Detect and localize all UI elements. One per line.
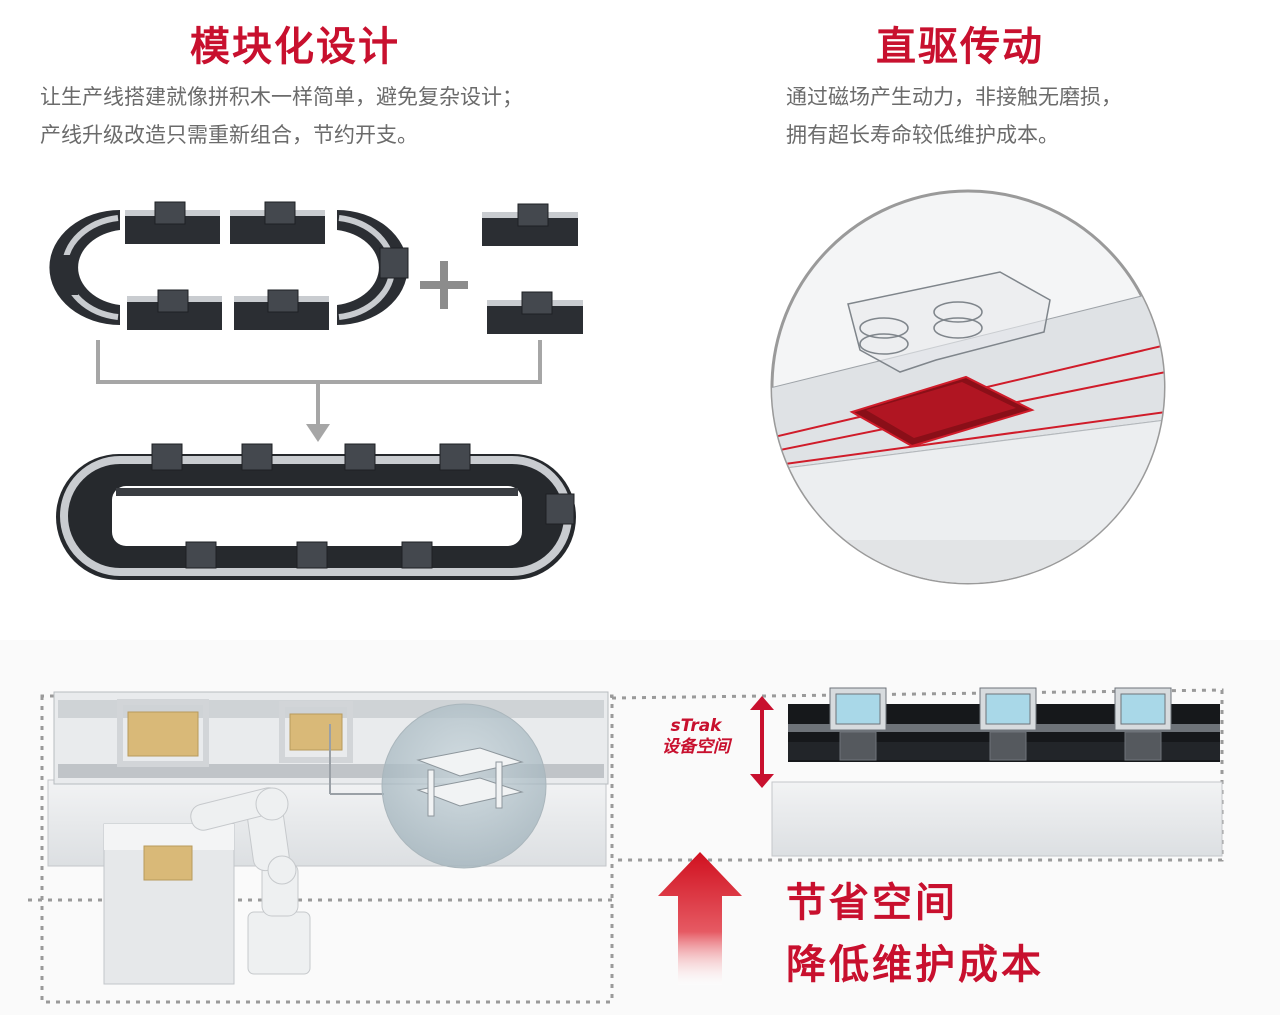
down-arrow-icon bbox=[306, 424, 330, 442]
modular-design-title: 模块化设计 bbox=[190, 24, 400, 70]
straight-module-1 bbox=[125, 201, 220, 244]
benefit-save-space: 节省空间 bbox=[786, 880, 958, 926]
extra-module-2 bbox=[487, 291, 583, 334]
straight-module-2 bbox=[230, 201, 325, 244]
drive-desc-line-1: 通过磁场产生动力，非接触无磨损， bbox=[786, 85, 1122, 109]
direct-drive-description: 通过磁场产生动力，非接触无磨损， 拥有超长寿命较低维护成本。 bbox=[786, 78, 1256, 154]
straight-module-3 bbox=[127, 289, 222, 330]
up-arrow-icon bbox=[658, 852, 742, 985]
modular-desc-line-2: 产线升级改造只需重新组合，节约开支。 bbox=[40, 123, 418, 147]
strak-label-caption: 设备空间 bbox=[662, 737, 730, 757]
height-double-arrow-icon bbox=[750, 696, 774, 788]
modular-desc-line-1: 让生产线搭建就像拼积木一样简单，避免复杂设计； bbox=[40, 85, 523, 109]
strak-space-label: sTrak 设备空间 bbox=[640, 716, 752, 758]
direct-drive-title: 直驱传动 bbox=[876, 24, 1044, 70]
curve-module-right bbox=[337, 210, 409, 325]
track-modules-illustration bbox=[49, 201, 583, 442]
drive-desc-line-2: 拥有超长寿命较低维护成本。 bbox=[786, 123, 1059, 147]
assembly-connector bbox=[96, 340, 542, 424]
assembled-track-illustration bbox=[56, 443, 576, 580]
direct-drive-zoom-illustration bbox=[770, 189, 1166, 585]
strak-carriers bbox=[829, 687, 1172, 761]
strak-label-name: sTrak bbox=[670, 716, 722, 736]
modular-design-description: 让生产线搭建就像拼积木一样简单，避免复杂设计； 产线升级改造只需重新组合，节约开… bbox=[40, 78, 620, 154]
space-comparison-illustration bbox=[0, 640, 1280, 1015]
extra-module-1 bbox=[482, 203, 578, 246]
straight-module-4 bbox=[234, 289, 329, 330]
plus-icon bbox=[420, 261, 468, 309]
robot-arm bbox=[190, 787, 311, 975]
curve-module-left bbox=[49, 210, 121, 325]
benefit-lower-maintenance: 降低维护成本 bbox=[786, 942, 1044, 988]
